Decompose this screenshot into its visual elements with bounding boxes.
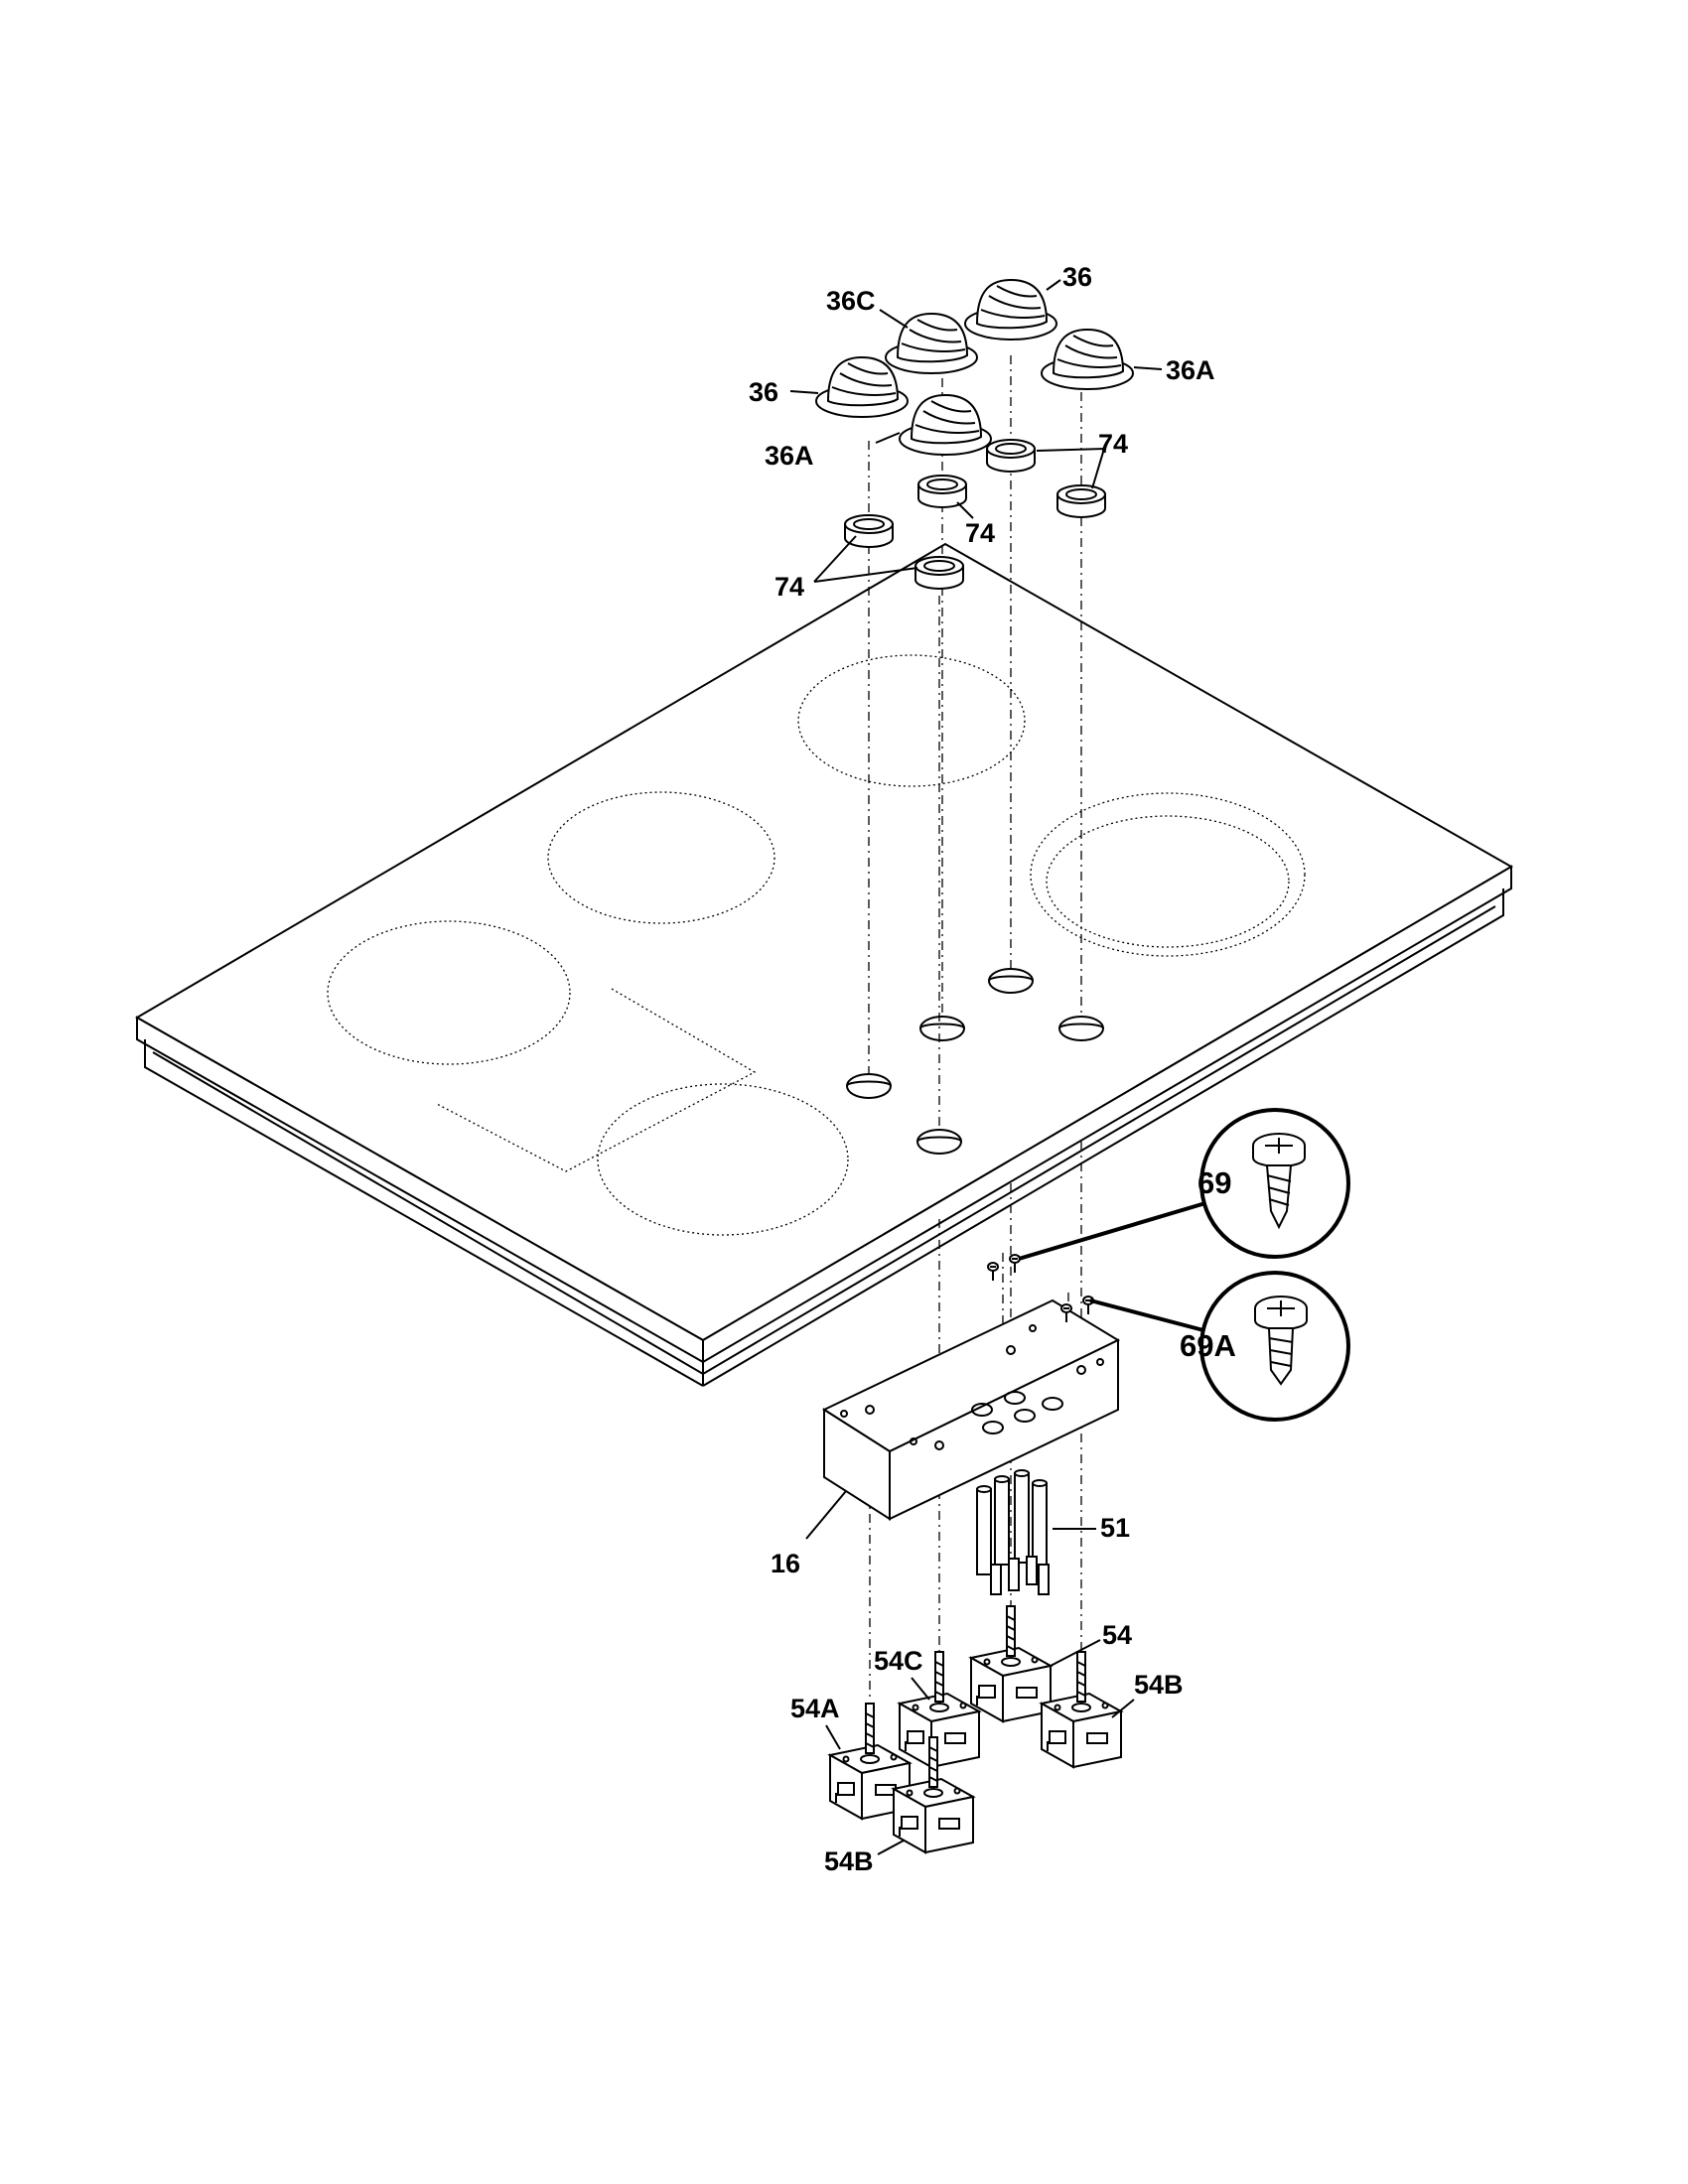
label-69a: 69A (1180, 1328, 1236, 1363)
label-69: 69 (1197, 1165, 1231, 1200)
label-74-mid: 74 (965, 518, 995, 548)
label-36a-right: 36A (1166, 355, 1215, 385)
label-36c: 36C (826, 286, 876, 316)
label-36-left: 36 (749, 377, 778, 407)
cooktop-glass-top (135, 542, 1513, 1387)
label-36a-left: 36A (765, 441, 814, 471)
leader-lines (789, 279, 1163, 1855)
screw-69-callout: 69 (1018, 1108, 1350, 1261)
switch-bracket (821, 1298, 1121, 1521)
part-labels: 36 36C 36 36A 36A 74 74 74 16 51 54 54C … (749, 262, 1215, 1876)
burner-elements (327, 654, 1306, 1236)
label-54: 54 (1102, 1620, 1132, 1650)
alignment-lines (868, 355, 1082, 1700)
label-54c: 54C (874, 1646, 923, 1676)
label-51: 51 (1100, 1513, 1130, 1543)
label-74-left: 74 (774, 572, 804, 602)
screw-69a-callout: 69A (1089, 1271, 1350, 1422)
label-74-right: 74 (1098, 429, 1128, 459)
label-54b-right: 54B (1134, 1670, 1184, 1700)
label-16: 16 (771, 1549, 800, 1578)
label-54b-bottom: 54B (824, 1846, 874, 1876)
label-36-top: 36 (1062, 262, 1092, 292)
infinite-switches (976, 1469, 1050, 1595)
label-54a: 54A (790, 1694, 840, 1723)
rotary-switches (829, 1605, 1122, 1853)
